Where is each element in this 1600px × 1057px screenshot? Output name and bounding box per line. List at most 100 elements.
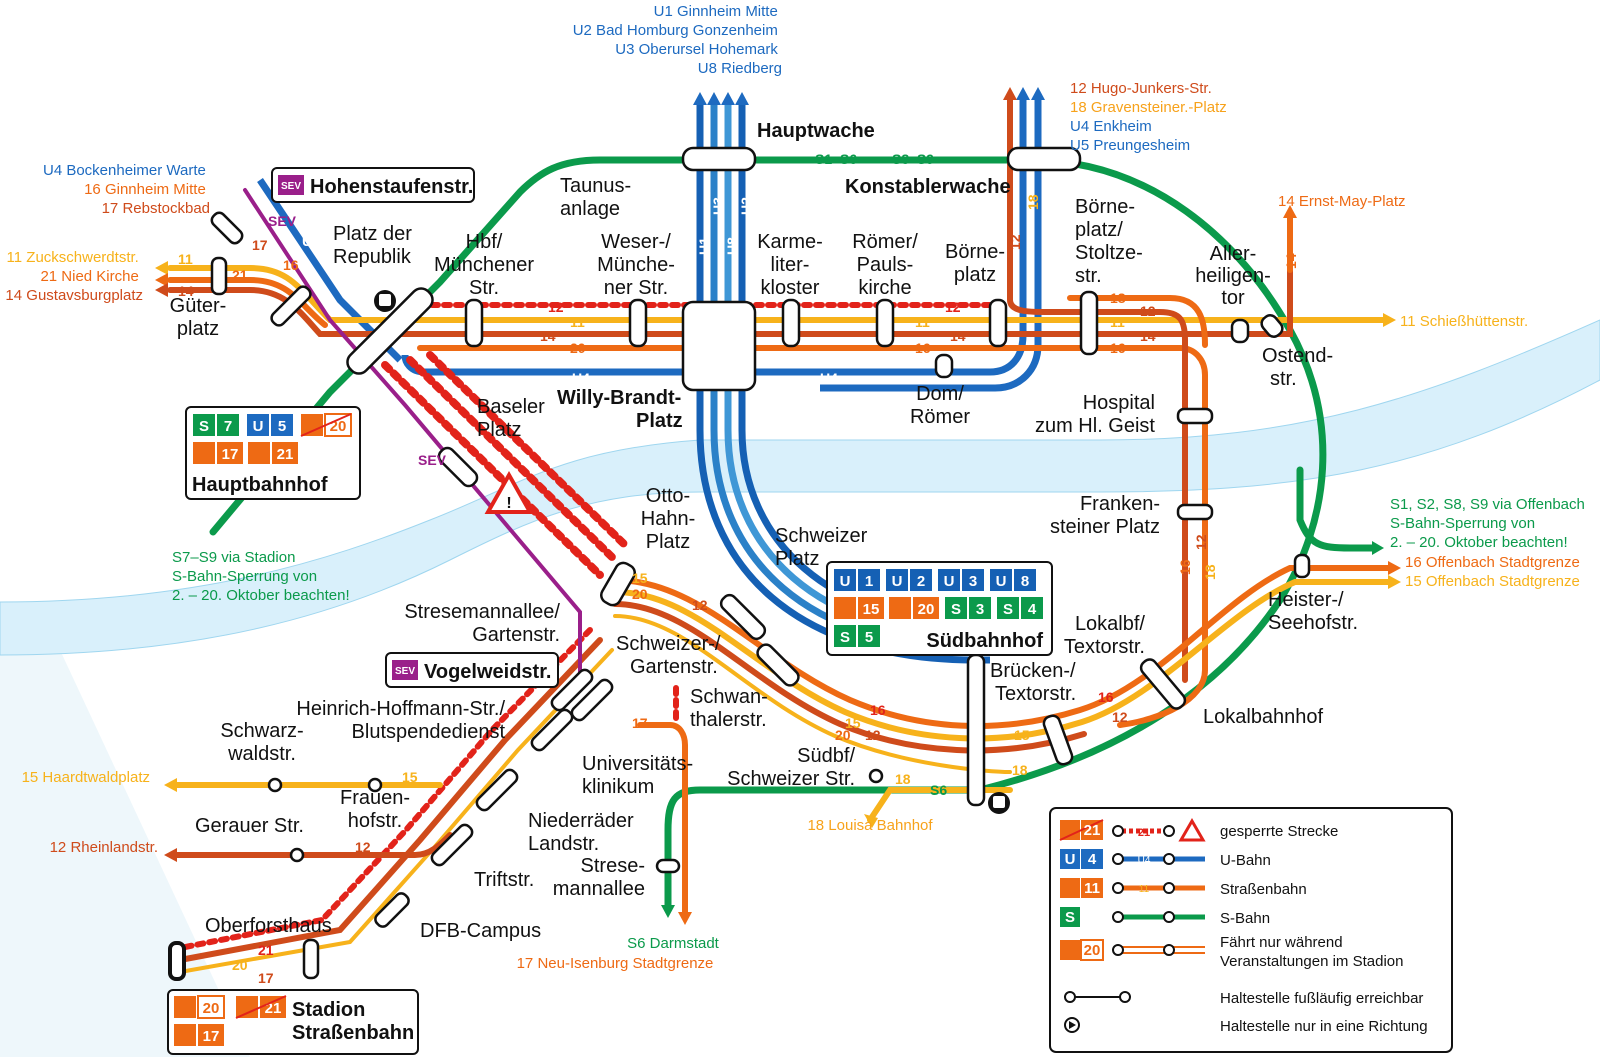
label-s1-s6: S1–S6: [815, 151, 857, 167]
dest-neu-isenburg: 17 Neu-Isenburg Stadtgrenze: [517, 955, 714, 972]
label-18-sued: 18: [895, 771, 911, 787]
tram-arrows: [155, 87, 1401, 925]
label-u1: U1: [696, 237, 712, 255]
station-bruecken-textorstr: Brücken-/Textorstr.: [990, 660, 1076, 705]
label-17-stadion: 17: [258, 970, 274, 986]
label-20: 20: [570, 340, 586, 356]
label-16-hosp: 16: [1177, 559, 1193, 575]
dest-rheinland: 12 Rheinlandstr.: [50, 839, 158, 856]
svg-text:Stadion: Stadion: [292, 999, 365, 1021]
svg-text:U: U: [892, 573, 903, 590]
svg-text:U: U: [840, 573, 851, 590]
label-11-ostend: 11: [1110, 314, 1125, 330]
label-17-nw: 17: [252, 237, 268, 253]
station-dom-roemer: Dom/Römer: [910, 383, 970, 428]
label-11-west: 11: [178, 251, 193, 267]
label-20-sachs2: 20: [835, 727, 851, 743]
svg-text:11: 11: [1084, 880, 1100, 897]
station-triftstr: Triftstr.: [474, 869, 534, 891]
label-15-sachs2: 15: [845, 715, 861, 731]
label-u4-east: U4: [820, 370, 838, 386]
label-12-sachs2: 12: [865, 727, 881, 743]
label-12-lok: 12: [1112, 709, 1128, 725]
destinations: U1 Ginnheim Mitte U2 Bad Homburg Gonzenh…: [5, 3, 1584, 972]
station-oberforsthaus: Oberforsthaus: [205, 915, 332, 937]
label-20-sachs: 20: [632, 586, 648, 602]
svg-text:U4: U4: [1138, 855, 1151, 866]
station-hauptwache: Hauptwache: [757, 120, 875, 142]
dest-top-left: U4 Bockenheimer Warte 16 Ginnheim Mitte …: [43, 162, 210, 217]
svg-text:17: 17: [203, 1028, 220, 1045]
svg-text:S: S: [199, 418, 209, 435]
station-schweizer-gartenstr: Schweizer-/Gartenstr.: [616, 633, 721, 678]
dest-top-right: 12 Hugo-Junkers-Str. 18 Gravensteiner.-P…: [1070, 80, 1231, 154]
svg-text:17: 17: [222, 446, 239, 463]
label-18-konst: 18: [1025, 194, 1041, 210]
svg-text:21: 21: [277, 446, 294, 463]
dest-ernst-may: 14 Ernst-May-Platz: [1278, 193, 1406, 210]
station-lokalbf-textorstr: Lokalbf/Textorstr.: [1064, 613, 1146, 658]
train-icon: [374, 290, 1010, 814]
label-u4-nw: U4: [302, 233, 320, 249]
label-16: 16: [915, 340, 931, 356]
svg-text:1: 1: [865, 573, 873, 590]
station-weser-muenchener: Weser-/Münche-ner Str.: [597, 231, 675, 299]
label-14-ostend: 14: [1140, 328, 1156, 344]
label-14: 14: [540, 328, 556, 344]
station-roemer-paulskirche: Römer/Pauls-kirche: [852, 231, 918, 299]
svg-text:21: 21: [1084, 822, 1101, 839]
legend: 21 21 gesperrte Strecke U 4 U4 U-Bahn 11…: [1049, 807, 1453, 1053]
station-stresemannallee: Strese-mannallee: [553, 855, 645, 900]
station-schwanthalerstr: Schwan-thalerstr.: [690, 686, 768, 731]
svg-text:Straßenbahn: Straßenbahn: [292, 1022, 414, 1044]
label-s6: S6: [930, 782, 947, 798]
svg-text:U: U: [944, 573, 955, 590]
tram-lines: [167, 97, 1393, 974]
label-u5-east: U5: [860, 354, 878, 370]
svg-text:Haltestelle fußläufig erreichb: Haltestelle fußläufig erreichbar: [1220, 990, 1423, 1007]
sbahn-arrow-icon: [661, 905, 675, 918]
station-schwarzwaldstr: Schwarz-waldstr.: [220, 720, 303, 765]
label-20-stadion: 20: [232, 957, 248, 973]
station-heinrich-hoffmann: Heinrich-Hoffmann-Str./Blutspendedienst: [296, 698, 505, 743]
station-stresemannallee-gartenstr: Stresemannallee/Gartenstr.: [404, 601, 560, 646]
svg-text:4: 4: [1028, 601, 1037, 618]
svg-text:S: S: [1065, 909, 1075, 926]
dest-louisa: 18 Louisa Bahnhof: [807, 817, 933, 834]
svg-text:3: 3: [969, 573, 977, 590]
station-otto-hahn-platz: Otto-Hahn-Platz: [641, 485, 695, 553]
svg-text:Vogelweidstr.: Vogelweidstr.: [424, 661, 551, 683]
label-15-sachs: 15: [632, 570, 648, 586]
label-11-east: 11: [915, 314, 930, 330]
label-14-west: 14: [178, 283, 194, 299]
dest-schiesshuetten: 11 Schießhüttenstr.: [1400, 313, 1528, 330]
label-16-lok: 16: [1098, 689, 1114, 705]
label-18-hosp: 18: [1202, 564, 1218, 580]
label-u8: U8: [724, 237, 740, 255]
label-u5-konst: U5: [1040, 227, 1056, 245]
svg-text:4: 4: [1088, 851, 1097, 868]
svg-text:21: 21: [1138, 827, 1150, 839]
station-gerauer-str: Gerauer Str.: [195, 815, 304, 837]
dest-haardtwald: 15 Haardtwaldplatz: [22, 769, 150, 786]
ubahn-arrows: [693, 87, 1045, 105]
station-boerneplatz: Börne-platz: [945, 241, 1005, 286]
station-boerneplatz-stoltzestr: Börne-platz/Stoltze-str.: [1075, 196, 1143, 287]
svg-text:5: 5: [278, 418, 286, 435]
svg-text:SEV: SEV: [395, 666, 415, 677]
label-12: 12: [548, 299, 564, 315]
label-18: 18: [1110, 290, 1126, 306]
svg-text:gesperrte Strecke: gesperrte Strecke: [1220, 823, 1338, 840]
station-frauenhofstr: Frauen-hofstr.: [340, 787, 410, 832]
station-heister-seehofstr: Heister-/Seehofstr.: [1268, 589, 1358, 634]
svg-text:Hohenstaufenstr.: Hohenstaufenstr.: [310, 176, 473, 198]
station-names: Hauptwache Konstablerwache Taunus-anlage…: [170, 120, 1358, 942]
label-12-east: 12: [945, 299, 961, 315]
svg-text:8: 8: [1021, 573, 1029, 590]
construction-icon: !: [484, 470, 534, 514]
label-12-hosp: 12: [1193, 534, 1209, 550]
hohenstaufen-box: SEV Hohenstaufenstr.: [271, 167, 475, 203]
svg-text:SEV: SEV: [281, 181, 301, 192]
